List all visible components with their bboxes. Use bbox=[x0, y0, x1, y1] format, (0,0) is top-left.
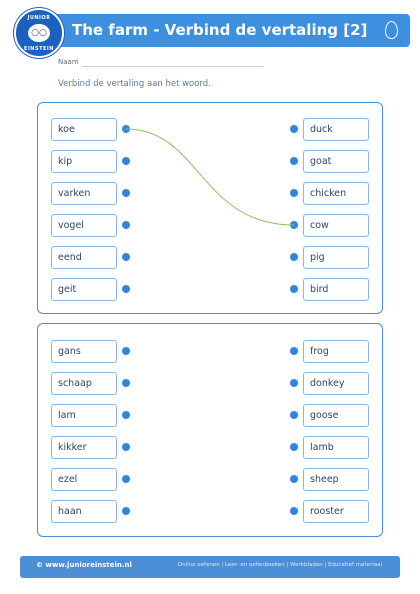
ex1-right-word-box-pig: pig bbox=[303, 245, 369, 269]
ex1-right-connect-dot-bird[interactable] bbox=[290, 285, 298, 293]
ex2-left-connect-dot-ezel[interactable] bbox=[122, 475, 130, 483]
ex2-right-word-box-sheep: sheep bbox=[303, 467, 369, 491]
ex1-right-word-box-cow: cow bbox=[303, 213, 369, 237]
ex1-left-connect-dot-varken[interactable] bbox=[122, 189, 130, 197]
ex2-left-connect-dot-kikker[interactable] bbox=[122, 443, 130, 451]
ex2-right-connect-dot-donkey[interactable] bbox=[290, 379, 298, 387]
junior-einstein-logo: JUNIOR ○○ EINSTEIN bbox=[14, 8, 64, 58]
ex1-right-word-box-duck: duck bbox=[303, 117, 369, 141]
ex1-left-word-box-eend: eend bbox=[51, 245, 117, 269]
ex1-right-word-box-bird: bird bbox=[303, 277, 369, 301]
ex1-left-word-box-geit: geit bbox=[51, 277, 117, 301]
ex1-left-word-box-varken: varken bbox=[51, 181, 117, 205]
header-bar: The farm - Verbind de vertaling [2] bbox=[28, 14, 410, 47]
exercise-panel-2 bbox=[37, 323, 383, 537]
ex2-left-connect-dot-schaap[interactable] bbox=[122, 379, 130, 387]
ex1-right-connect-dot-goat[interactable] bbox=[290, 157, 298, 165]
ex2-right-word-box-goose: goose bbox=[303, 403, 369, 427]
ex2-right-word-box-rooster: rooster bbox=[303, 499, 369, 523]
footer-links[interactable]: Online oefenen | Leer- en oefenboeken | … bbox=[177, 562, 382, 568]
ex2-left-word-box-gans: gans bbox=[51, 339, 117, 363]
egg-icon bbox=[385, 21, 398, 39]
ex1-left-connect-dot-kip[interactable] bbox=[122, 157, 130, 165]
ex2-left-connect-dot-haan[interactable] bbox=[122, 507, 130, 515]
ex1-left-connect-dot-vogel[interactable] bbox=[122, 221, 130, 229]
ex1-right-word-box-goat: goat bbox=[303, 149, 369, 173]
ex2-left-word-box-schaap: schaap bbox=[51, 371, 117, 395]
ex2-left-word-box-ezel: ezel bbox=[51, 467, 117, 491]
ex2-right-word-box-lamb: lamb bbox=[303, 435, 369, 459]
ex1-left-word-box-koe: koe bbox=[51, 117, 117, 141]
logo-text-bottom: EINSTEIN bbox=[24, 46, 54, 52]
name-field[interactable] bbox=[82, 66, 264, 67]
ex2-left-connect-dot-lam[interactable] bbox=[122, 411, 130, 419]
name-label: Naam bbox=[58, 58, 79, 66]
ex2-left-connect-dot-gans[interactable] bbox=[122, 347, 130, 355]
ex1-right-connect-dot-chicken[interactable] bbox=[290, 189, 298, 197]
logo-text-top: JUNIOR bbox=[27, 15, 51, 21]
ex1-right-connect-dot-pig[interactable] bbox=[290, 253, 298, 261]
instruction-text: Verbind de vertaling aan het woord. bbox=[58, 79, 211, 89]
ex1-left-word-box-vogel: vogel bbox=[51, 213, 117, 237]
ex1-left-connect-dot-eend[interactable] bbox=[122, 253, 130, 261]
ex1-right-connect-dot-cow[interactable] bbox=[290, 221, 298, 229]
ex1-left-word-box-kip: kip bbox=[51, 149, 117, 173]
ex1-right-word-box-chicken: chicken bbox=[303, 181, 369, 205]
ex2-right-connect-dot-rooster[interactable] bbox=[290, 507, 298, 515]
ex2-right-connect-dot-goose[interactable] bbox=[290, 411, 298, 419]
footer-bar: © www.junioreinstein.nl Online oefenen |… bbox=[20, 556, 400, 578]
ex2-right-word-box-donkey: donkey bbox=[303, 371, 369, 395]
ex1-right-connect-dot-duck[interactable] bbox=[290, 125, 298, 133]
ex2-left-word-box-kikker: kikker bbox=[51, 435, 117, 459]
ex2-left-word-box-haan: haan bbox=[51, 499, 117, 523]
glasses-icon: ○○ bbox=[31, 28, 47, 38]
ex2-left-word-box-lam: lam bbox=[51, 403, 117, 427]
ex2-right-connect-dot-sheep[interactable] bbox=[290, 475, 298, 483]
ex1-left-connect-dot-geit[interactable] bbox=[122, 285, 130, 293]
ex2-right-connect-dot-frog[interactable] bbox=[290, 347, 298, 355]
exercise-panel-1 bbox=[37, 102, 383, 314]
footer-site-link[interactable]: © www.junioreinstein.nl bbox=[36, 561, 132, 569]
ex2-right-word-box-frog: frog bbox=[303, 339, 369, 363]
ex1-left-connect-dot-koe[interactable] bbox=[122, 125, 130, 133]
logo-face bbox=[28, 24, 50, 42]
page-title: The farm - Verbind de vertaling [2] bbox=[72, 21, 368, 39]
ex2-right-connect-dot-lamb[interactable] bbox=[290, 443, 298, 451]
